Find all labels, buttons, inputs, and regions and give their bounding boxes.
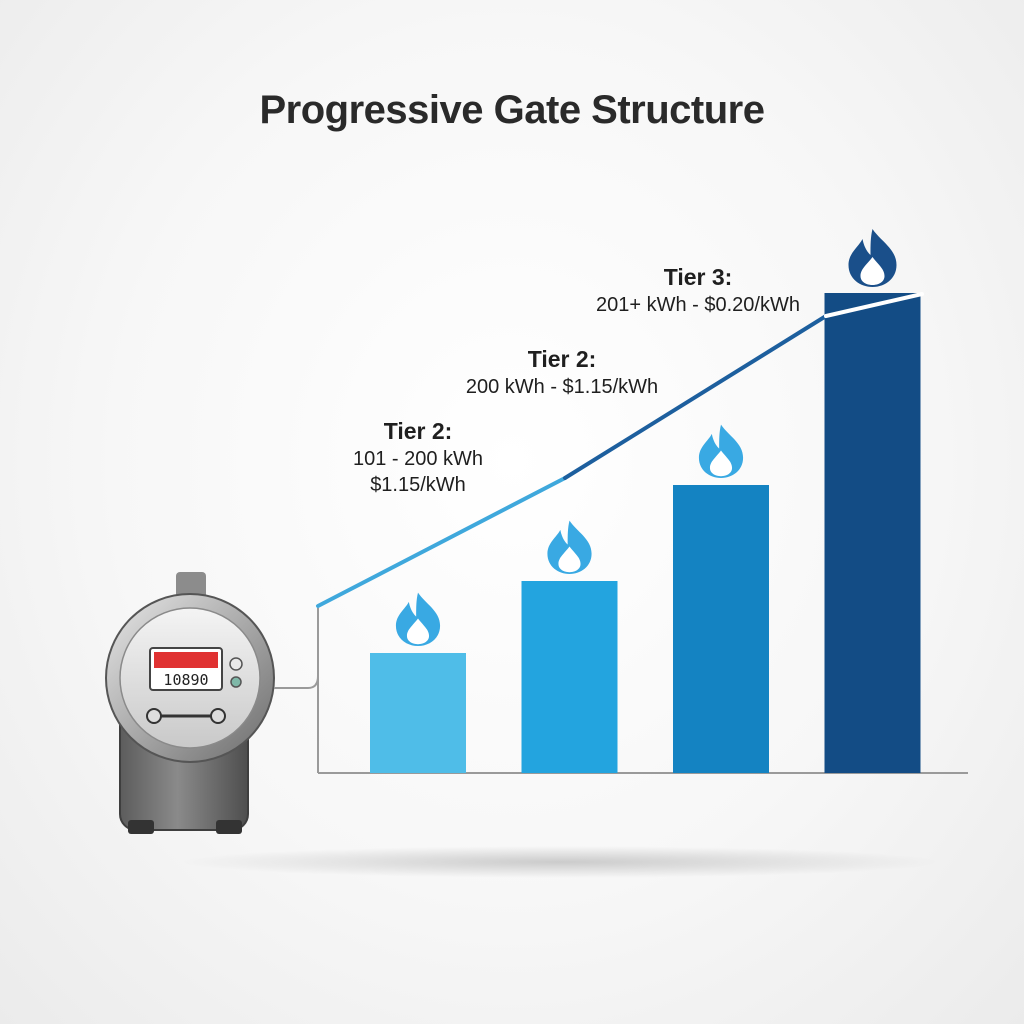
trend-layer — [316, 292, 924, 608]
floor-shadow — [180, 846, 940, 878]
meter-reading: 10890 — [163, 671, 208, 689]
bar-tier-1 — [370, 653, 466, 773]
trend-line-segment — [563, 314, 828, 480]
tier-range: 101 - 200 kWh — [352, 448, 484, 470]
tier-range-rate: 201+ kWh - $0.20/kWh — [596, 294, 800, 316]
bar-tier-3 — [673, 485, 769, 773]
flame-inner-icon — [558, 546, 581, 573]
flame-inner-icon — [860, 257, 885, 285]
chart-title: Progressive Gate Structure — [259, 88, 766, 132]
tier-range-rate: 200 kWh - $1.15/kWh — [465, 376, 659, 398]
tier-name: Tier 2: — [527, 346, 597, 372]
trend-line-segment — [316, 476, 567, 608]
flame-inner-icon — [709, 450, 733, 477]
tier-annotation-3: Tier 3: 201+ kWh - $0.20/kWh — [548, 262, 848, 318]
tier-name: Tier 2: — [383, 418, 453, 444]
meter-connector — [274, 610, 319, 689]
tier-name: Tier 3: — [663, 264, 733, 290]
tier-annotation-2: Tier 2: 200 kWh - $1.15/kWh — [412, 344, 712, 400]
bar-tier-2 — [521, 581, 618, 773]
bar-tier-4 — [824, 293, 921, 773]
flame-inner-icon — [406, 618, 430, 645]
gas-meter-icon: 10890 — [105, 572, 275, 834]
bars-layer — [370, 293, 921, 773]
trend-line-highlight — [824, 292, 924, 318]
tier-annotation-1: Tier 2: 101 - 200 kWh $1.15/kWh — [318, 416, 518, 498]
flames-layer — [395, 229, 897, 647]
tier-rate: $1.15/kWh — [370, 474, 466, 496]
